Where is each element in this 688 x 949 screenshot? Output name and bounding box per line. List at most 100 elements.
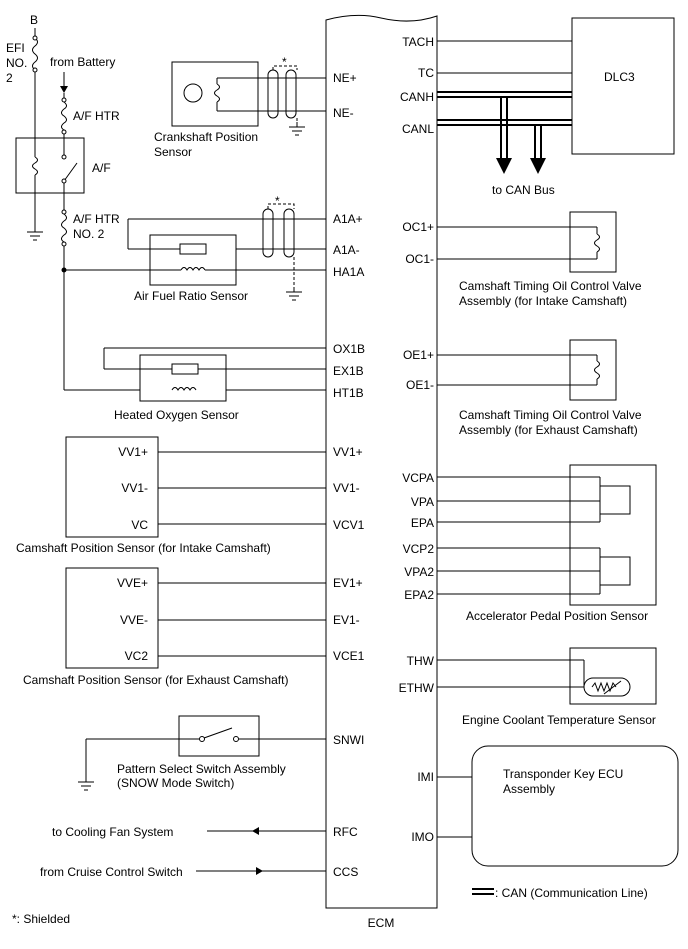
relay-coil-icon — [32, 156, 38, 176]
transponder-label-1: Transponder Key ECU — [503, 767, 623, 781]
coolant-label: Engine Coolant Temperature Sensor — [462, 713, 656, 727]
heated-o2-label: Heated Oxygen Sensor — [114, 408, 239, 422]
pin-oe1-minus: OE1- — [406, 378, 434, 392]
can-lines — [437, 91, 572, 174]
ecm-label: ECM — [368, 916, 395, 930]
ground-icon — [286, 291, 302, 301]
ocv-exhaust-label-2: Assembly (for Exhaust Camshaft) — [459, 423, 638, 437]
pin-ne-minus: NE- — [333, 106, 354, 120]
efi-fuse-icon — [32, 37, 38, 71]
pin-oc1-plus: OC1+ — [402, 220, 434, 234]
pickup-coil-icon — [214, 83, 220, 103]
sensor-rotor-icon — [183, 83, 203, 103]
can-legend-label: : CAN (Communication Line) — [495, 886, 648, 900]
af-htr-fuse-icon — [61, 101, 67, 131]
cam-exhaust-pin-2: VVE- — [120, 613, 148, 627]
pin-vpa: VPA — [411, 495, 434, 509]
from-battery-label: from Battery — [50, 55, 115, 69]
cam-sensor-intake: VV1+ VV1- VC Camshaft Position Sensor (f… — [16, 436, 326, 555]
pin-ev1-plus: EV1+ — [333, 576, 363, 590]
af-htr-label: A/F HTR — [73, 109, 120, 123]
pin-tach: TACH — [402, 35, 434, 49]
crank-label-1: Crankshaft Position — [154, 130, 258, 144]
pin-snwi: SNWI — [333, 733, 364, 747]
cam-exhaust-pin-3: VC2 — [125, 649, 149, 663]
af-relay — [15, 137, 85, 194]
ocv-exhaust: Camshaft Timing Oil Control Valve Assemb… — [437, 339, 642, 437]
pin-epa: EPA — [411, 516, 434, 530]
efi-label-2: NO. — [6, 56, 27, 70]
relay-contact-icon — [63, 162, 78, 182]
pin-oe1-plus: OE1+ — [403, 348, 434, 362]
heater-coil-icon — [171, 387, 197, 391]
pin-vcpa: VCPA — [402, 471, 434, 485]
cooling-fan-label: to Cooling Fan System — [52, 825, 173, 839]
pin-ccs: CCS — [333, 865, 358, 879]
pin-vcp2: VCP2 — [403, 542, 435, 556]
legend: : CAN (Communication Line) *: Shielded — [12, 886, 648, 926]
air-fuel-sensor: * Air Fuel Ratio Sensor — [127, 194, 326, 303]
af-htr2-fuse-icon — [61, 213, 67, 243]
ecm-unit: ECM — [325, 14, 438, 930]
pin-ex1b: EX1B — [333, 364, 364, 378]
pin-a1a-plus: A1A+ — [333, 212, 363, 226]
ocv-intake-label-1: Camshaft Timing Oil Control Valve — [459, 279, 642, 293]
dlc3-label: DLC3 — [604, 70, 635, 84]
pin-rfc: RFC — [333, 825, 358, 839]
shield-star: * — [275, 194, 280, 208]
pin-oc1-minus: OC1- — [405, 252, 434, 266]
pin-canl: CANL — [402, 122, 434, 136]
pin-thw: THW — [407, 654, 435, 668]
heated-oxygen-sensor: Heated Oxygen Sensor — [103, 347, 326, 422]
efi-label-1: EFI — [6, 41, 25, 55]
thermistor-icon — [583, 677, 631, 697]
cam-intake-pin-3: VC — [131, 518, 148, 532]
ground-icon — [289, 126, 305, 136]
cam-exhaust-pin-1: VVE+ — [117, 576, 148, 590]
coolant-temp-sensor: Engine Coolant Temperature Sensor — [437, 647, 657, 727]
af-htr2-label-2: NO. 2 — [73, 227, 105, 241]
shield-star: * — [282, 55, 287, 69]
dlc3-connector: DLC3 to CAN Bus — [437, 17, 675, 197]
cruise-label: from Cruise Control Switch — [40, 865, 183, 879]
air-fuel-label: Air Fuel Ratio Sensor — [134, 289, 248, 303]
power-supply: B EFI NO. 2 from Battery A/F HTR A/F — [6, 13, 326, 391]
af-relay-label: A/F — [92, 161, 111, 175]
pin-ha1a: HA1A — [333, 265, 364, 279]
pin-vv1-minus: VV1- — [333, 481, 360, 495]
pin-vv1-plus: VV1+ — [333, 445, 363, 459]
ocv-exhaust-label-1: Camshaft Timing Oil Control Valve — [459, 408, 642, 422]
efi-label-3: 2 — [6, 71, 13, 85]
ocv-intake-label-2: Assembly (for Intake Camshaft) — [459, 294, 627, 308]
pattern-select-switch: Pattern Select Switch Assembly (SNOW Mod… — [78, 715, 326, 791]
pin-vce1: VCE1 — [333, 649, 365, 663]
arrow-left-icon — [252, 827, 259, 835]
transponder-ecu: Transponder Key ECU Assembly — [437, 745, 679, 867]
ground-icon — [78, 781, 94, 791]
cam-sensor-exhaust: VVE+ VVE- VC2 Camshaft Position Sensor (… — [23, 567, 326, 687]
ecm-right-pins: TACH TC CANH CANL OC1+ OC1- OE1+ OE1- VC… — [399, 35, 435, 844]
cam-intake-pin-1: VV1+ — [118, 445, 148, 459]
solenoid-coil-icon — [594, 233, 600, 253]
accel-label: Accelerator Pedal Position Sensor — [466, 609, 648, 623]
bus-b-label: B — [30, 13, 38, 27]
heater-coil-icon — [180, 267, 206, 271]
arrow-down-icon — [530, 158, 546, 174]
ground-icon — [27, 231, 43, 241]
ecm-left-pins: NE+ NE- A1A+ A1A- HA1A OX1B EX1B HT1B VV… — [333, 71, 365, 879]
ocv-intake: Camshaft Timing Oil Control Valve Assemb… — [437, 211, 642, 308]
pin-imo: IMO — [411, 830, 434, 844]
pin-imi: IMI — [417, 770, 434, 784]
pin-ox1b: OX1B — [333, 342, 365, 356]
sensor-element-icon — [179, 243, 207, 255]
can-bus-label: to CAN Bus — [492, 183, 555, 197]
pin-ev1-minus: EV1- — [333, 613, 360, 627]
pin-ethw: ETHW — [399, 681, 435, 695]
hall-ic-icon — [599, 485, 631, 515]
switch-contact-icon — [203, 727, 233, 739]
pin-epa2: EPA2 — [404, 588, 434, 602]
pin-vpa2: VPA2 — [404, 565, 434, 579]
crankshaft-sensor: * Crankshaft Position Sensor — [154, 55, 326, 159]
shielded-legend-label: *: Shielded — [12, 912, 70, 926]
